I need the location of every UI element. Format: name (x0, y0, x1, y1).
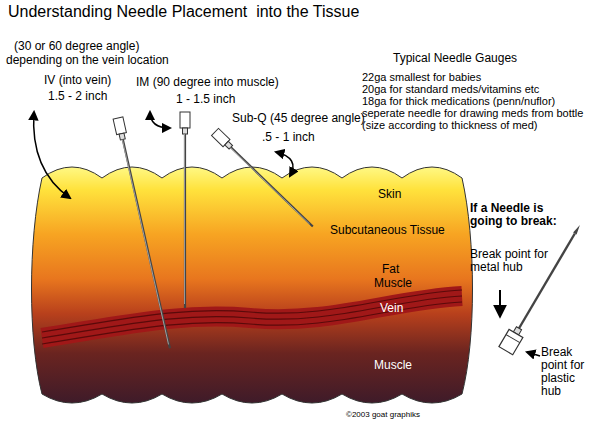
layer-name: Muscle (374, 277, 412, 290)
tissue-layer: Fat (380, 262, 401, 277)
angle-arrow (276, 152, 293, 176)
subq-needle (212, 128, 317, 230)
annotation-label: Sub-Q (45 degree angle) (232, 112, 365, 125)
annotation-label: IV (into vein) (44, 74, 111, 87)
tissue-body (32, 167, 473, 403)
annotation-label: 1 - 1.5 inch (176, 93, 235, 106)
layer-name: Muscle (374, 359, 412, 372)
vein-band (42, 290, 462, 344)
annotation-label: Typical Needle Gauges (393, 52, 517, 65)
angle-arrow (150, 112, 170, 128)
annotation-label: (size according to thickness of med) (362, 119, 537, 131)
layer-name: Subcutaneous Tissue (330, 224, 445, 237)
tissue-layer: Muscle (372, 358, 414, 373)
annotation-label: 1.5 - 2 inch (48, 90, 107, 103)
tissue-layer: Subcutaneous Tissue (328, 223, 447, 238)
annotation-label: If a Needle is going to break: (470, 202, 566, 228)
layer-name: Vein (380, 302, 403, 315)
annotation-label: 18ga for thick medications (penn/nuflor) (362, 95, 555, 107)
annotation-label: Break point for plastic hub (541, 346, 587, 398)
annotation-label: .5 - 1 inch (262, 131, 315, 144)
annotation-label: depending on the vein location (6, 54, 169, 67)
tissue-layer: Skin (376, 187, 403, 202)
annotation-label: seperate needle for drawing meds from bo… (362, 107, 583, 119)
annotation-label: 22ga smallest for babies (362, 71, 481, 83)
layer-name: Fat (382, 263, 399, 276)
annotation-label: Break point for metal hub (470, 248, 550, 274)
annotation-label: IM (90 degree into muscle) (136, 76, 279, 89)
pointer-arrow (527, 352, 540, 356)
annotation-label: (30 or 60 degree angle) (14, 40, 139, 53)
needle-detail (499, 221, 587, 355)
tissue-layer: Vein (378, 301, 405, 316)
annotation-label: 20ga for standard meds/vitamins etc (362, 83, 539, 95)
pointer-arrow (499, 290, 501, 316)
tissue-layer: Muscle (372, 276, 414, 291)
iv-needle (113, 117, 175, 349)
diagram-title: Understanding Needle Placement into the … (8, 3, 359, 21)
layer-name: Skin (378, 188, 401, 201)
im-needle (180, 112, 190, 308)
annotation-label: ©2003 goat graphiks (346, 410, 420, 419)
angle-arrow (34, 112, 70, 198)
